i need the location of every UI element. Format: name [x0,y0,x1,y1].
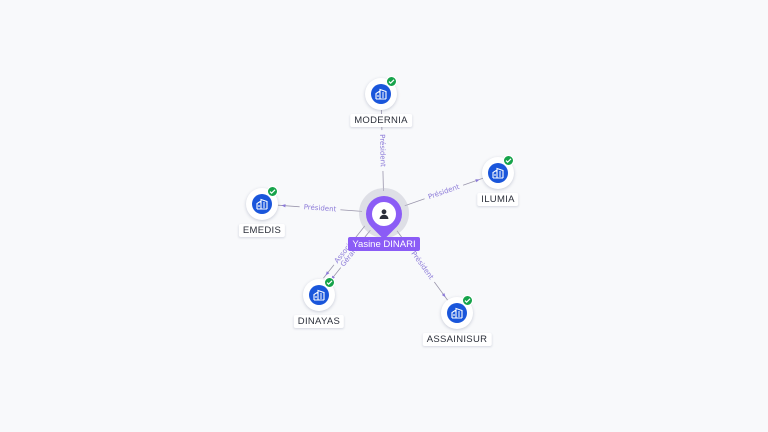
person-name-label: Yasine DINARI [348,237,420,251]
company-node-modernia[interactable]: MODERNIA [350,76,412,127]
company-node-dinayas[interactable]: DINAYAS [293,277,345,328]
company-label: MODERNIA [350,114,412,127]
company-label: ILUMIA [477,193,519,206]
verified-check-icon [267,186,278,197]
relation-arrow-icon [281,204,286,208]
building-icon [252,194,272,214]
company-node-ilumia[interactable]: ILUMIA [477,155,519,206]
relation-arrow-icon [475,179,480,183]
relation-label-bg [378,129,388,172]
person-icon [372,202,396,226]
relation-label-bg [299,201,341,213]
building-icon [371,84,391,104]
verified-check-icon [324,277,335,288]
company-node-assainisur[interactable]: ASSAINISUR [422,295,492,346]
relation-arrow-icon [325,271,330,276]
company-label: EMEDIS [238,224,286,237]
company-label: ASSAINISUR [422,333,492,346]
verified-check-icon [462,295,473,306]
building-icon [447,303,467,323]
company-label: DINAYAS [293,315,345,328]
relation-label: Président [427,183,461,201]
verified-check-icon [503,155,514,166]
relation-label-bg [422,180,465,202]
building-icon [488,163,508,183]
relation-arrow-icon [441,293,446,298]
relation-label: Président [303,203,336,213]
relation-label-bg [407,245,439,284]
company-node-emedis[interactable]: EMEDIS [238,186,286,237]
verified-check-icon [386,76,397,87]
building-icon [309,285,329,305]
relation-label: Président [378,134,387,167]
relation-label: Président [409,250,435,281]
